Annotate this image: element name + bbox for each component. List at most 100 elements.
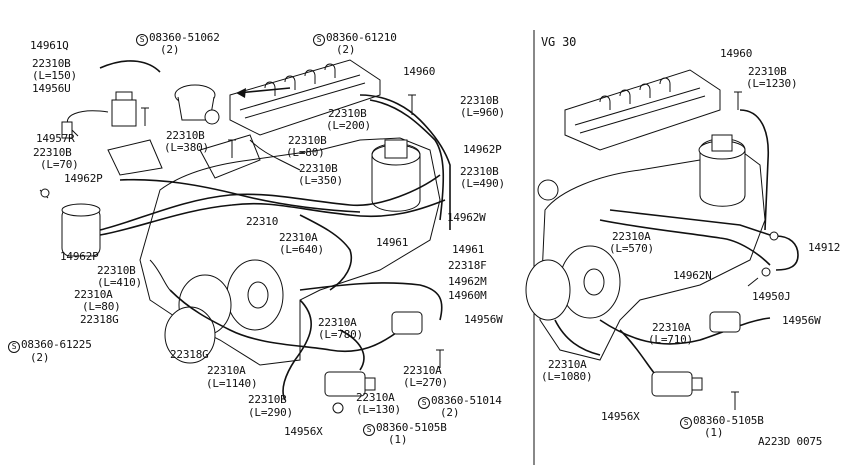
part-label-r12: (L=710) — [648, 334, 693, 345]
part-label-r18: A223D 0075 — [758, 436, 822, 447]
part-label-l39: (L=80) — [82, 301, 121, 312]
part-label-r5: 22310A — [612, 231, 651, 242]
part-label-l50: 22310A — [403, 365, 442, 376]
part-label-r7: 14912 — [808, 242, 840, 253]
part-label-r14: (L=1080) — [541, 371, 593, 382]
part-number-text: (L=570) — [609, 242, 654, 255]
part-label-r8: 14962N — [673, 270, 712, 281]
part-number-text: 22310B — [460, 165, 499, 178]
part-number-text: (L=350) — [298, 174, 343, 187]
part-number-text: 14957R — [36, 132, 75, 145]
part-number-text: (L=1140) — [206, 377, 258, 390]
part-label-l16: 22310B — [288, 135, 327, 146]
part-label-l53: (L=290) — [248, 407, 293, 418]
screw-symbol-icon: S — [313, 34, 325, 46]
part-number-text: (L=70) — [40, 158, 79, 171]
part-number-text: 14950J — [752, 290, 791, 303]
part-label-l51: (L=270) — [403, 377, 448, 388]
part-number-text: 22310B — [97, 264, 136, 277]
part-number-text: 22310A — [652, 321, 691, 334]
part-label-l10: 22310B — [460, 95, 499, 106]
right-engine-drawing — [525, 69, 799, 410]
part-label-r3: 22310B — [748, 66, 787, 77]
part-label-l17: (L=80) — [286, 147, 325, 158]
part-number-text: 22310B — [328, 107, 367, 120]
part-label-l31: 14961 — [376, 237, 408, 248]
part-number-text: 14960 — [720, 47, 753, 60]
part-number-text: 08360-51014 — [431, 394, 502, 407]
part-number-text: 14961 — [376, 236, 409, 249]
part-label-l12: 22310B — [328, 108, 367, 119]
part-label-l57: (2) — [440, 407, 459, 418]
part-label-r6: (L=570) — [609, 243, 654, 254]
part-number-text: A223D 0075 — [758, 435, 823, 448]
part-label-l14: 22310B — [166, 130, 205, 141]
part-label-l41: 22318G — [80, 314, 119, 325]
part-label-r15: 14956X — [601, 411, 640, 422]
part-label-l37: 14962M — [448, 276, 487, 287]
part-number-text: (L=150) — [32, 69, 77, 82]
part-number-text: (L=1230) — [746, 77, 798, 90]
part-number-text: 08360-61210 — [326, 31, 397, 44]
part-label-l25: 22310B — [460, 166, 499, 177]
part-label-r11: 22310A — [652, 322, 691, 333]
part-number-text: 22310A — [612, 230, 651, 243]
part-number-text: 14962M — [448, 275, 487, 288]
part-number-text: (2) — [336, 43, 356, 56]
screw-symbol-icon: S — [363, 424, 375, 436]
part-number-text: (L=130) — [356, 403, 401, 416]
part-number-text: (L=380) — [164, 141, 209, 154]
part-label-l22: 14962P — [64, 173, 103, 184]
part-label-l55: (L=130) — [356, 404, 401, 415]
part-number-text: 22310A — [403, 364, 442, 377]
part-label-l46: (2) — [30, 352, 49, 363]
part-label-l40: 14960M — [448, 290, 487, 301]
part-number-text: 14962P — [64, 172, 103, 185]
part-label-l42: 14956W — [464, 314, 503, 325]
part-label-l43: 22310A — [318, 317, 357, 328]
part-label-l9: 14960 — [403, 66, 435, 77]
part-label-r10: 14956W — [782, 315, 821, 326]
screw-symbol-icon: S — [418, 397, 430, 409]
part-number-text: 14962P — [60, 250, 99, 263]
part-number-text: (L=490) — [460, 177, 505, 190]
screw-symbol-icon: S — [136, 34, 148, 46]
part-number-text: (1) — [388, 433, 408, 446]
part-number-text: (L=410) — [97, 276, 142, 289]
part-label-l23: 22310B — [299, 163, 338, 174]
part-number-text: 14961 — [452, 243, 485, 256]
part-label-l13: (L=200) — [326, 120, 371, 131]
part-number-text: (2) — [440, 406, 460, 419]
part-number-text: (L=200) — [326, 119, 371, 132]
part-number-text: 22310B — [288, 134, 327, 147]
part-number-text: 22310A — [356, 391, 395, 404]
part-number-text: (L=710) — [648, 333, 693, 346]
part-label-l8: (2) — [336, 44, 355, 55]
part-number-text: 14912 — [808, 241, 841, 254]
part-label-r9: 14950J — [752, 291, 791, 302]
part-number-text: 22318F — [448, 259, 487, 272]
part-label-r17: (1) — [704, 427, 723, 438]
part-label-l11: (L=960) — [460, 107, 505, 118]
part-number-text: 22310B — [32, 57, 71, 70]
part-label-l26: (L=490) — [460, 178, 505, 189]
part-number-text: 22310B — [166, 129, 205, 142]
part-label-l58: 14956X — [284, 426, 323, 437]
part-label-l30: (L=640) — [279, 244, 324, 255]
part-label-l21: 14962P — [463, 144, 502, 155]
part-label-l28: 22310 — [246, 216, 278, 227]
part-number-text: 08360-5105B — [376, 421, 447, 434]
part-label-l2: 22310B — [32, 58, 71, 69]
part-number-text: 14960M — [448, 289, 487, 302]
part-number-text: 08360-51062 — [149, 31, 220, 44]
part-label-r13: 22310A — [548, 359, 587, 370]
part-number-text: 22318G — [80, 313, 119, 326]
part-number-text: 22310B — [33, 146, 72, 159]
part-number-text: 22310B — [460, 94, 499, 107]
part-number-text: 22310 — [246, 215, 279, 228]
part-number-text: VG 30 — [541, 35, 577, 49]
